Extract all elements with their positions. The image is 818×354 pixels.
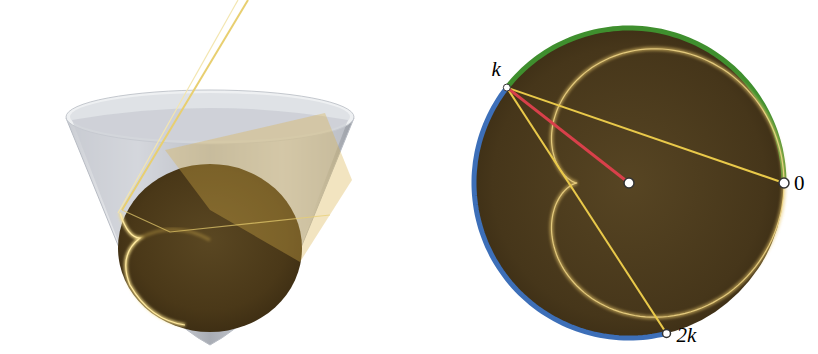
point-label: k <box>492 59 501 80</box>
point-label: 2k <box>676 325 696 346</box>
point-label: 0 <box>794 173 805 194</box>
